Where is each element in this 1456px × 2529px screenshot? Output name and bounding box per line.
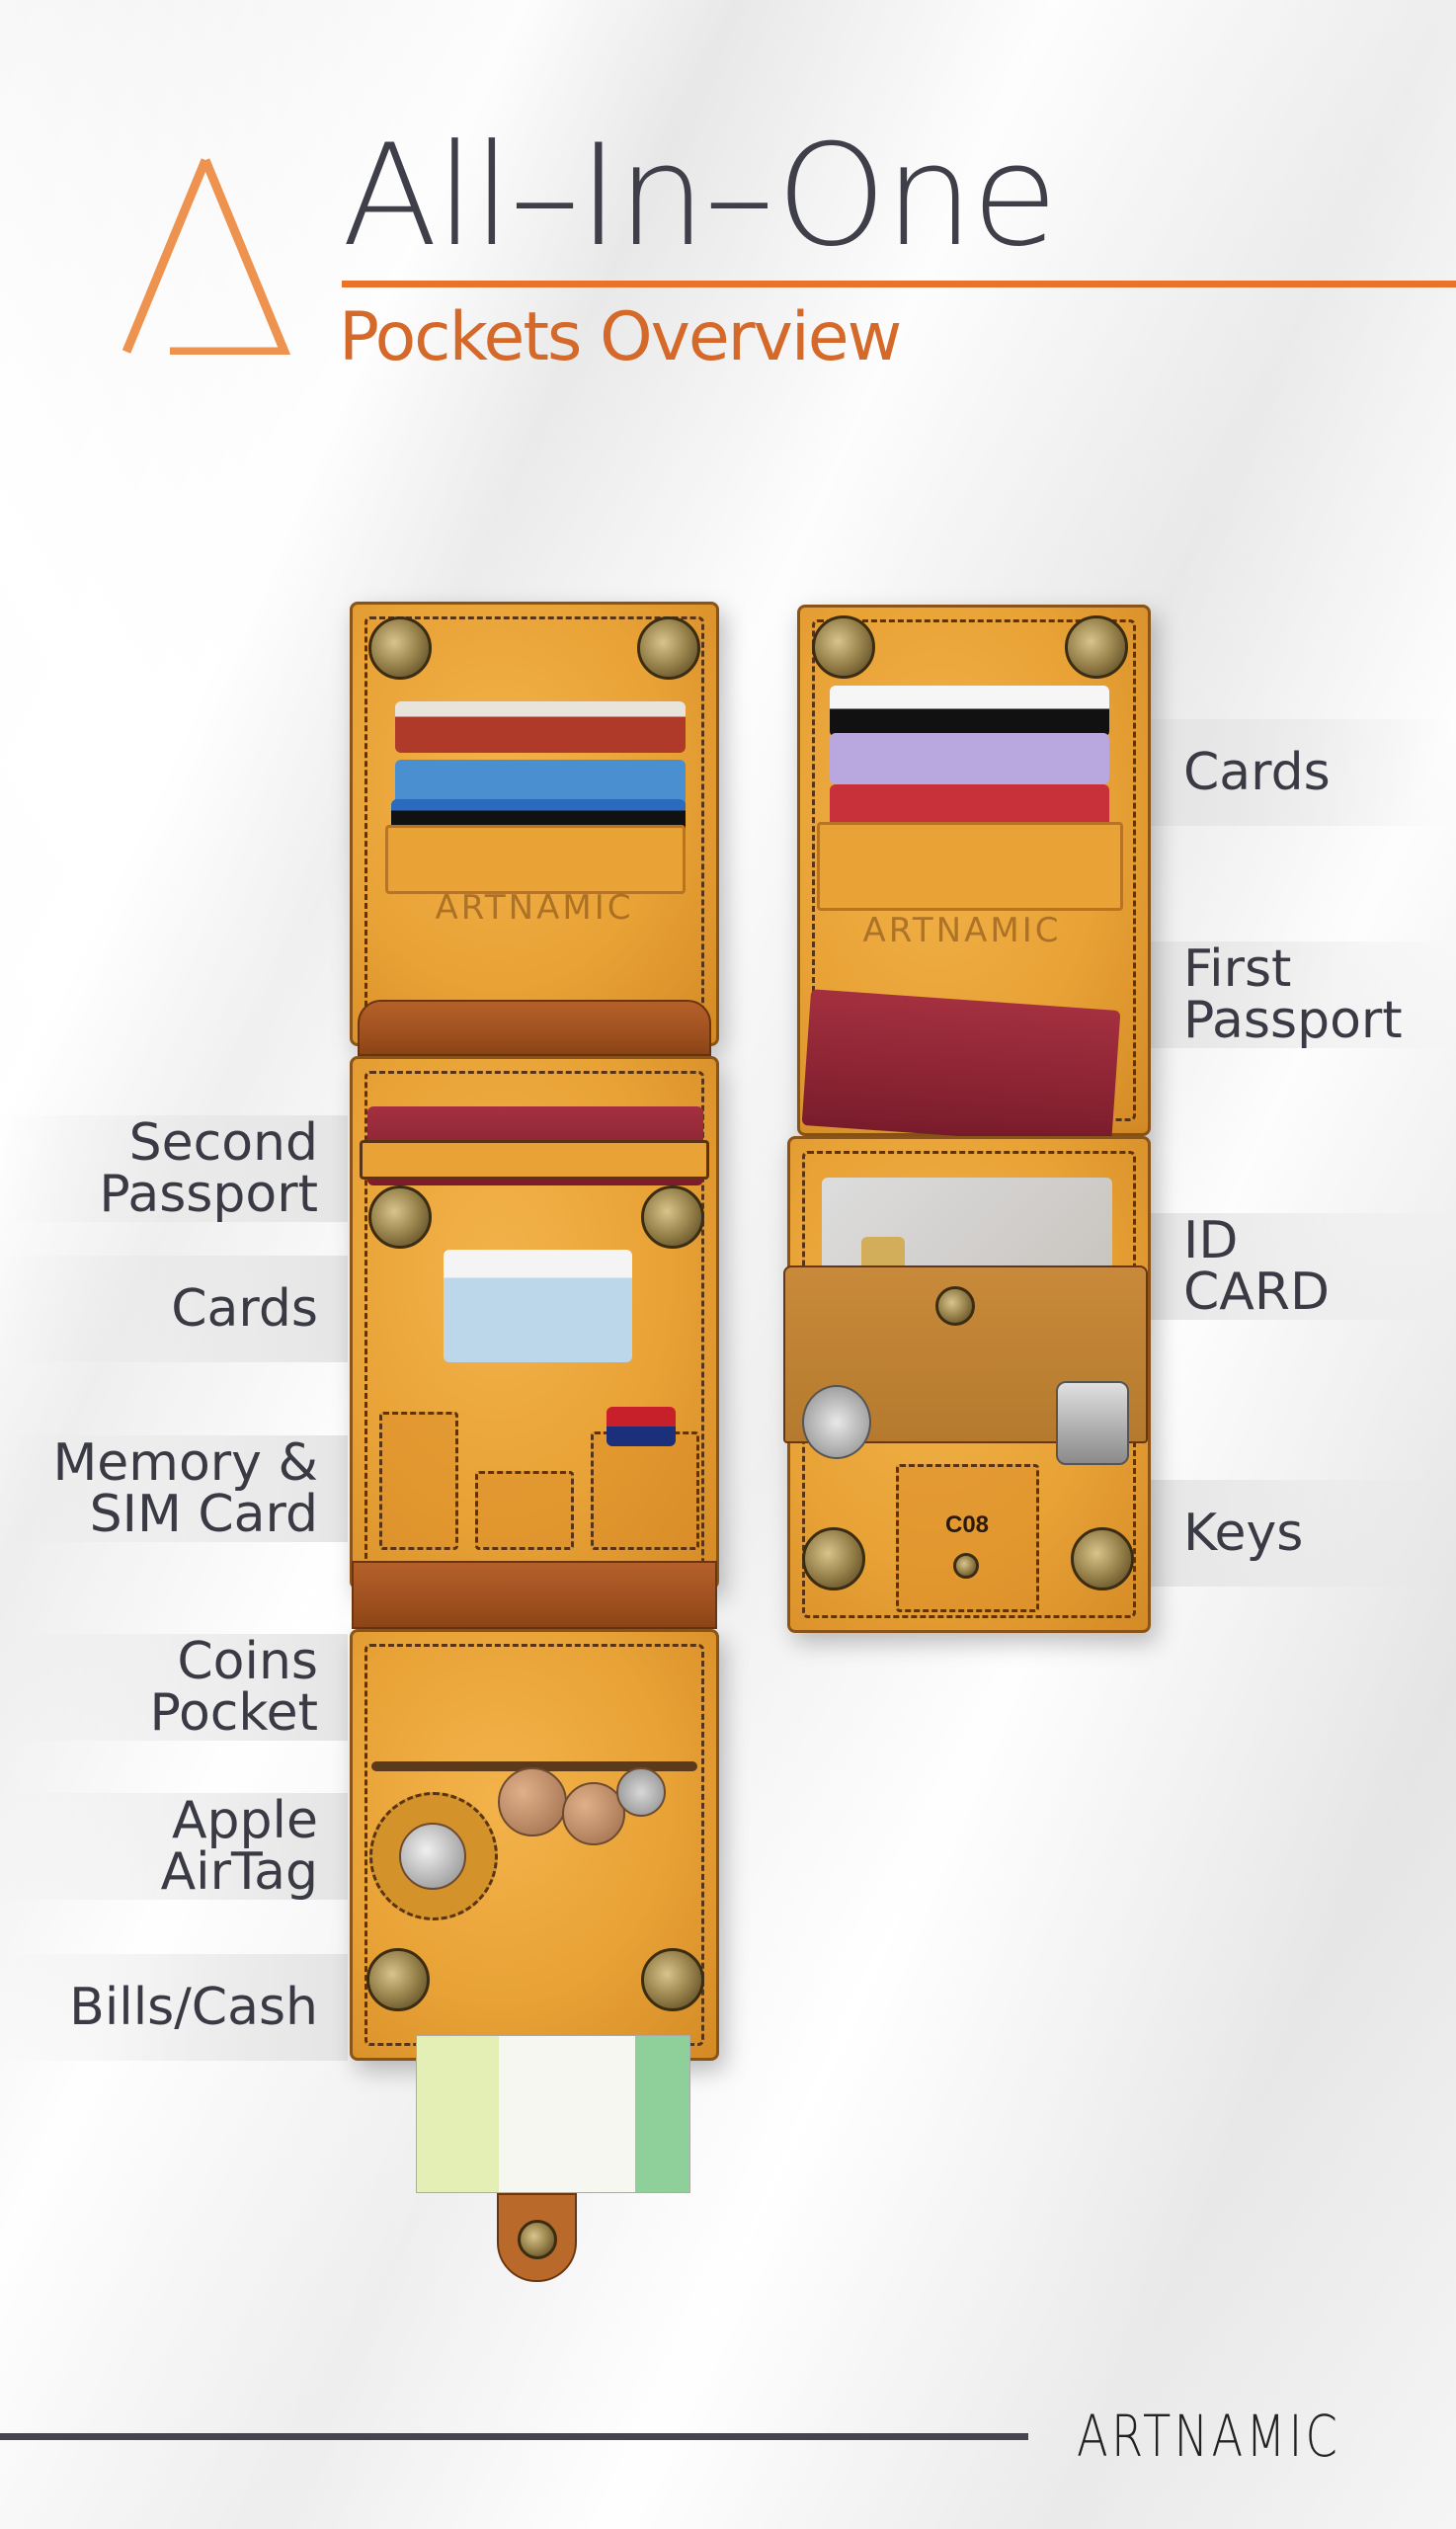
sd-card-pocket	[591, 1431, 699, 1550]
key-pocket	[896, 1464, 1039, 1612]
footer-brand-logo: ARTNAMIC	[1077, 2403, 1341, 2470]
snap-button	[637, 616, 700, 680]
key-tag-label: C08	[945, 1511, 990, 1538]
title-divider	[342, 281, 1456, 287]
snap-button	[366, 1948, 430, 2011]
snap-button	[1071, 1527, 1134, 1591]
apple-airtag	[399, 1823, 466, 1890]
label-bills-cash: Bills/Cash	[0, 1954, 348, 2061]
chip-icon	[861, 1237, 905, 1270]
brand-triangle-logo	[121, 158, 290, 355]
coin	[616, 1767, 666, 1817]
bills-cash	[416, 2035, 690, 2193]
snap-button	[368, 616, 432, 680]
sd-card	[607, 1407, 676, 1446]
sim-card-pocket	[475, 1471, 574, 1550]
coin	[498, 1767, 567, 1836]
id-card	[444, 1250, 632, 1362]
wallet-left: ARTNAMIC	[350, 602, 719, 2282]
snap-button	[518, 2220, 557, 2259]
card	[830, 733, 1109, 784]
memory-card-pocket	[379, 1412, 458, 1550]
snap-button	[641, 1185, 704, 1249]
label-memory-sim: Memory &SIM Card	[0, 1435, 348, 1542]
label-cards-left: Cards	[0, 1256, 348, 1362]
snap-button	[802, 1527, 865, 1591]
snap-button	[812, 615, 875, 679]
coin-zipper	[371, 1761, 697, 1771]
label-keys: Keys	[1148, 1480, 1456, 1587]
snap-button	[641, 1948, 704, 2011]
card	[395, 701, 686, 753]
key	[1056, 1381, 1129, 1465]
embossed-brand: ARTNAMIC	[862, 911, 1062, 950]
page-title: All–In–One	[342, 115, 1058, 278]
key	[802, 1385, 871, 1459]
card	[830, 686, 1109, 737]
snap-button	[368, 1185, 432, 1249]
footer-divider	[0, 2433, 1028, 2440]
snap-button	[1065, 615, 1128, 679]
wallet-right: ARTNAMIC C08	[783, 605, 1151, 1633]
embossed-brand: ARTNAMIC	[435, 888, 634, 928]
label-cards-right: Cards	[1148, 719, 1456, 826]
snap-button	[935, 1286, 975, 1326]
first-passport	[801, 989, 1121, 1147]
coin	[562, 1782, 625, 1845]
snap-button	[953, 1553, 979, 1579]
page-subtitle: Pockets Overview	[339, 298, 902, 376]
